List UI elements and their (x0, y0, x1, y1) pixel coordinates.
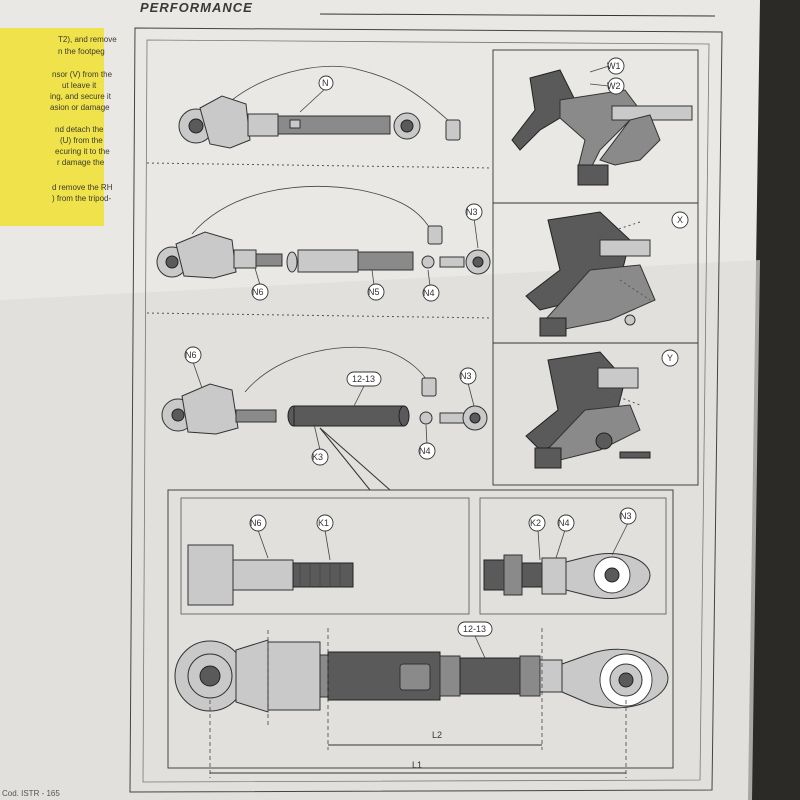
svg-text:N: N (322, 78, 329, 88)
svg-text:N3: N3 (460, 371, 472, 381)
svg-text:n the footpeg: n the footpeg (58, 47, 105, 56)
svg-text:T2), and remove: T2), and remove (58, 35, 117, 44)
step-2-exploded (156, 186, 491, 279)
svg-text:ecuring it to the: ecuring it to the (55, 147, 110, 156)
svg-text:12-13: 12-13 (463, 624, 486, 634)
figure-frame (129, 27, 723, 793)
svg-text:N4: N4 (558, 518, 570, 528)
callout-n6-top: N6 (251, 267, 269, 301)
detail-threaded-stud (187, 544, 354, 606)
bracket-view-2 (525, 211, 656, 337)
step-3-new-rod (161, 346, 488, 435)
svg-text:N4: N4 (419, 446, 431, 456)
svg-text:N6: N6 (250, 518, 262, 528)
svg-text:K1: K1 (318, 518, 329, 528)
callout-n3-top: N3 (465, 203, 483, 249)
callout-n4-detail: N4 (555, 514, 575, 559)
svg-text:N4: N4 (423, 288, 435, 298)
callout-k2: K2 (528, 514, 546, 561)
detail-frame (167, 489, 674, 769)
svg-text:N5: N5 (368, 287, 380, 297)
dimension-l2: L2 (432, 730, 442, 740)
brand-header: PERFORMANCE (140, 0, 253, 15)
full-rod-diagram (174, 628, 669, 778)
callout-n3-mid: N3 (459, 367, 477, 407)
svg-text:nd detach the: nd detach the (55, 125, 104, 134)
svg-text:) from the tripod-: ) from the tripod- (52, 194, 111, 203)
inner-frame (142, 39, 710, 783)
step-1-assembly (178, 65, 461, 149)
svg-text:ut leave it: ut leave it (62, 81, 97, 90)
callout-x: X (671, 211, 689, 229)
svg-text:N3: N3 (620, 511, 632, 521)
svg-text:K2: K2 (530, 518, 541, 528)
svg-text:12-13: 12-13 (352, 374, 375, 384)
paper-shadow (0, 260, 760, 800)
highlight-panel (0, 28, 104, 226)
callout-n: N (299, 75, 334, 113)
callout-12-13-bottom: 12-13 (457, 621, 493, 659)
svg-text:K3: K3 (312, 452, 323, 462)
svg-text:W1: W1 (607, 61, 621, 71)
bracket-view-3 (525, 351, 651, 469)
svg-text:N3: N3 (466, 207, 478, 217)
svg-text:X: X (677, 215, 683, 225)
svg-text:d remove the RH: d remove the RH (52, 183, 113, 192)
svg-text:r damage the: r damage the (57, 158, 105, 167)
svg-text:Y: Y (667, 353, 673, 363)
svg-text:ing, and secure it: ing, and secure it (50, 92, 112, 101)
callout-w2: W2 (589, 77, 625, 95)
svg-text:(U) from the: (U) from the (60, 136, 103, 145)
detail-rod-end (483, 552, 651, 600)
svg-text:nsor (V) from the: nsor (V) from the (52, 70, 113, 79)
svg-text:N6: N6 (185, 350, 197, 360)
footer-code: Cod. ISTR - 165 (2, 789, 60, 798)
bracket-panel (492, 49, 699, 486)
callout-n6-mid: N6 (184, 346, 203, 389)
callout-n4-mid: N4 (418, 424, 436, 460)
sidebar-text: T2), and remove n the footpeg nsor (V) f… (50, 35, 117, 203)
svg-text:asion or damage: asion or damage (50, 103, 110, 112)
bracket-view-1 (511, 69, 693, 186)
callout-n3-detail: N3 (611, 507, 637, 556)
svg-text:N6: N6 (252, 287, 264, 297)
callout-12-13-mid: 12-13 (346, 371, 382, 407)
callout-k3: K3 (311, 423, 329, 466)
callout-k1: K1 (316, 514, 334, 561)
callout-w1: W1 (589, 57, 625, 75)
callout-n4-top: N4 (422, 269, 440, 302)
callout-n6-detail: N6 (249, 514, 269, 559)
dimension-l1: L1 (412, 760, 422, 770)
svg-text:W2: W2 (607, 81, 621, 91)
callout-n5: N5 (367, 269, 385, 301)
callout-y: Y (661, 349, 679, 367)
